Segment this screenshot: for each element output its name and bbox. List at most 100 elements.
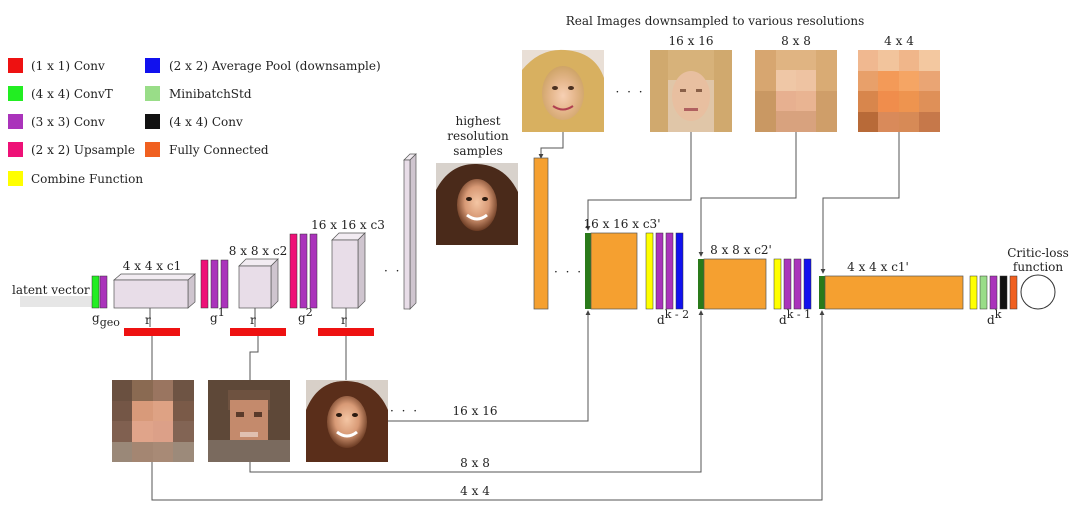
highest-res-label-line1: highest	[455, 114, 500, 128]
critic-block-8x8	[703, 258, 767, 310]
real-res-label-8: 8 x 8	[781, 34, 811, 48]
real-image-4x4	[858, 50, 940, 132]
gen-upsample-layer	[289, 233, 298, 309]
generated-sample-8x8	[208, 380, 290, 462]
convt4x4-swatch	[8, 86, 23, 101]
conv4x4-swatch	[145, 114, 160, 129]
gen-fn-label-1: ggeo	[92, 311, 120, 329]
real-res-label-4: 4 x 4	[884, 34, 914, 48]
critic-conv3x3-layer	[665, 232, 674, 310]
gen-block-4x4	[113, 273, 196, 309]
real-image-8x8	[755, 50, 837, 132]
path-label-8: 8 x 8	[460, 456, 490, 470]
legend-item-conv4x4: (4 x 4) Conv	[145, 114, 243, 129]
critic-fn-label-3: dk	[987, 308, 1002, 327]
path-16x16	[388, 310, 591, 422]
critic-conv3x3-layer	[655, 232, 664, 310]
legend-label: (2 x 2) Upsample	[31, 143, 135, 157]
real-16x16-path	[585, 132, 692, 231]
gen-to-sample-line	[249, 336, 259, 380]
highest-res-sample-image	[436, 163, 518, 245]
upsample-swatch	[8, 142, 23, 157]
critic-fc-layer	[1009, 275, 1018, 310]
critic-ellipsis: · · ·	[554, 265, 583, 279]
gen-block-label-3: 16 x 16 x c3	[311, 218, 385, 232]
highest-res-label-line2: resolution	[447, 129, 509, 143]
path-label-4: 4 x 4	[460, 484, 490, 498]
critic-conv4x4-layer	[999, 275, 1008, 310]
critic-block-4x4	[824, 275, 964, 310]
path-label-16: 16 x 16	[453, 404, 498, 418]
critic-combine-layer	[645, 232, 654, 310]
real-full-path	[538, 132, 564, 159]
real-res-label-16: 16 x 16	[669, 34, 714, 48]
critic-loss-label-line2: function	[1013, 260, 1064, 274]
legend-label: (3 x 3) Conv	[31, 115, 105, 129]
critic-block-label-3: 4 x 4 x c1'	[847, 260, 909, 274]
real-images-title: Real Images downsampled to various resol…	[566, 14, 865, 28]
critic-from-rgb-edge	[698, 259, 704, 309]
critic-block-16x16	[590, 232, 638, 310]
gen-conv3x3-layer	[210, 259, 219, 309]
critic-avgpool-layer	[675, 232, 684, 310]
conv3x3-swatch	[8, 114, 23, 129]
critic-combine-layer	[773, 258, 782, 310]
latent-vector-bar	[20, 296, 92, 307]
critic-conv3x3-layer	[783, 258, 792, 310]
legend-item-minibatchstd: MinibatchStd	[145, 86, 252, 101]
critic-avgpool-layer	[803, 258, 812, 310]
path-8x8	[249, 310, 704, 473]
gen-block-final	[403, 153, 417, 310]
gen-convt4x4-layer	[91, 275, 100, 309]
critic-fn-label-1: dk - 2	[657, 308, 689, 327]
r-label-2: r	[250, 313, 256, 327]
legend-label: (4 x 4) Conv	[169, 115, 243, 129]
generated-sample-4x4	[112, 380, 194, 462]
gen-fn-label-3: g2	[298, 306, 313, 325]
minibatchstd-swatch	[145, 86, 160, 101]
critic-from-rgb-edge	[585, 233, 591, 309]
legend-label: (1 x 1) Conv	[31, 59, 105, 73]
critic-input-block	[533, 157, 549, 310]
conv1x1-swatch	[8, 58, 23, 73]
fully-connected-swatch	[145, 142, 160, 157]
latent-vector-label: latent vector	[12, 283, 90, 297]
real-image-full	[522, 49, 604, 133]
critic-conv3x3-layer	[793, 258, 802, 310]
gen-conv3x3-layer	[220, 259, 229, 309]
critic-loss-label-line1: Critic-loss	[1007, 246, 1069, 260]
critic-fn-label-2: dk - 1	[779, 308, 811, 327]
legend-item-conv3x3: (3 x 3) Conv	[8, 114, 105, 129]
critic-from-rgb-edge	[819, 276, 825, 309]
legend-item-fc: Fully Connected	[145, 142, 269, 157]
gen-block-label-1: 4 x 4 x c1	[123, 259, 181, 273]
gen-conv3x3-layer	[309, 233, 318, 309]
legend-label: (2 x 2) Average Pool (downsample)	[169, 59, 381, 73]
critic-minibatchstd-layer	[979, 275, 988, 310]
legend-item-conv1x1: (1 x 1) Conv	[8, 58, 105, 73]
real-4x4-path	[820, 132, 900, 274]
gen-block-8x8	[238, 258, 279, 309]
r-label-3: r	[341, 313, 347, 327]
critic-conv3x3-layer	[989, 275, 998, 310]
real-image-16x16	[650, 50, 732, 132]
r-label-1: r	[145, 313, 151, 327]
avgpool-swatch	[145, 58, 160, 73]
critic-block-label-1: 16 x 16 x c3'	[584, 217, 661, 231]
gen-block-label-2: 8 x 8 x c2	[229, 244, 287, 258]
gen-fn-label-2: g1	[210, 306, 225, 325]
legend-item-combine: Combine Function	[8, 171, 143, 186]
critic-combine-layer	[969, 275, 978, 310]
samples-ellipsis: · · ·	[390, 404, 419, 418]
critic-block-label-2: 8 x 8 x c2'	[710, 243, 772, 257]
critic-loss-circle	[1020, 274, 1056, 310]
legend-item-convt4x4: (4 x 4) ConvT	[8, 86, 113, 101]
gen-block-16x16	[331, 232, 366, 309]
gen-conv3x3-layer	[299, 233, 308, 309]
highest-res-label-line3: samples	[453, 144, 502, 158]
real-images-ellipsis: · · ·	[615, 85, 644, 99]
legend-label: (4 x 4) ConvT	[31, 87, 113, 101]
real-8x8-path	[698, 132, 797, 257]
legend: (1 x 1) Conv (4 x 4) ConvT (3 x 3) Conv …	[8, 58, 381, 186]
